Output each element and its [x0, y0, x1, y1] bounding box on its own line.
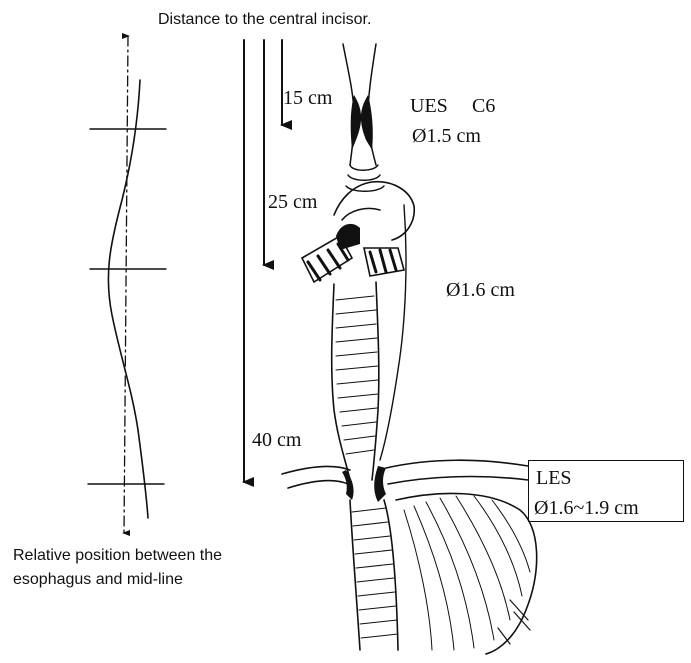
aorta-descending	[380, 205, 406, 460]
esophagus-drawing	[282, 44, 537, 654]
midline-schematic	[88, 36, 166, 533]
les-left-muscle	[342, 470, 354, 500]
abdominal-folds	[352, 508, 398, 638]
cricoid-ring-2	[348, 175, 380, 180]
footer-line-2: esophagus and mid-line	[13, 571, 183, 588]
diaphragm-right-upper	[386, 460, 528, 468]
les-info-box	[528, 460, 684, 522]
ues-level: C6	[472, 95, 495, 117]
diaphragm-left-upper	[282, 467, 350, 474]
stomach-hatch	[498, 600, 530, 644]
ues-diameter: Ø1.5 cm	[412, 125, 481, 147]
mucosal-folds	[336, 296, 378, 454]
trachea-shadow	[336, 224, 360, 250]
ues-left-muscle	[351, 95, 361, 150]
ues-right-muscle	[361, 95, 373, 150]
right-bronchus	[364, 248, 404, 276]
label-15cm: 15 cm	[283, 87, 333, 109]
mid-diameter: Ø1.6 cm	[446, 279, 515, 301]
gastric-folds	[404, 496, 530, 650]
aortic-arch-inner	[342, 208, 380, 220]
ues-label: UES	[410, 95, 448, 117]
diaphragm-right-lower	[388, 477, 528, 484]
les-right-muscle	[374, 466, 386, 502]
label-25cm: 25 cm	[268, 191, 318, 213]
midline-axis	[124, 36, 128, 533]
esophagus-course-curve	[108, 80, 148, 518]
footer-line-1: Relative position between the	[13, 547, 222, 564]
distance-caption: Distance to the central incisor.	[158, 11, 371, 28]
abdominal-left-wall	[350, 500, 360, 650]
label-40cm: 40 cm	[252, 429, 302, 451]
diaphragm-left-lower	[288, 481, 348, 488]
cricoid-ring-1	[350, 165, 378, 170]
distance-arrows	[244, 40, 282, 482]
